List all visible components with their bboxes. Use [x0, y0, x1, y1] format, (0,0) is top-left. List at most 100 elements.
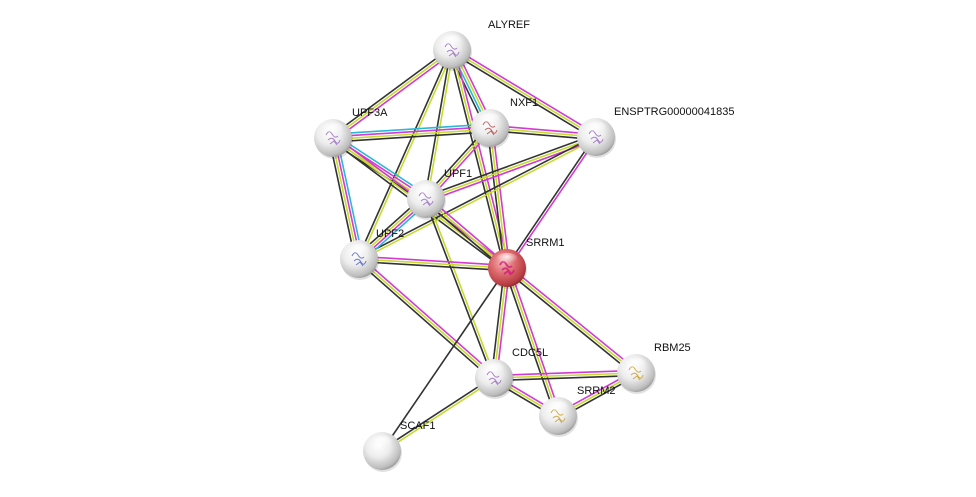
- edge-line-textmining: [382, 378, 496, 453]
- edge-line-databases: [332, 123, 490, 135]
- node-label: UPF2: [376, 228, 404, 240]
- edge-alyref-upf1[interactable]: [423, 49, 455, 200]
- edge-line-coexpression: [356, 260, 493, 381]
- edge-line-experiments: [508, 265, 639, 372]
- edge-line-experiments: [493, 369, 636, 377]
- node-srrm1[interactable]: SRRM1: [488, 237, 565, 289]
- node-nxf1[interactable]: NXF1: [471, 97, 538, 149]
- edge-line-textmining: [358, 258, 495, 379]
- edge-line-coexpression: [494, 374, 637, 382]
- edge-line-coexpression: [503, 268, 557, 418]
- edge-line-experiments: [508, 266, 562, 416]
- node-label: ENSPTRG00000041835: [614, 106, 734, 118]
- node-upf2[interactable]: UPF2: [340, 228, 404, 280]
- node-label: SRRM1: [526, 237, 565, 249]
- node-label: ALYREF: [488, 19, 530, 31]
- edge-line-coexpression: [381, 267, 508, 452]
- edge-line-coexpression: [358, 260, 507, 272]
- edge-alyref-upf3a[interactable]: [330, 47, 455, 141]
- edge-line-coexpression: [486, 128, 506, 269]
- node-label: UPF3A: [352, 107, 388, 119]
- edge-upf2-srrm1[interactable]: [358, 255, 508, 272]
- edge-line-textmining: [451, 49, 597, 138]
- edge-srrm1-rbm25[interactable]: [504, 265, 639, 376]
- edge-line-textmining: [359, 137, 597, 261]
- edge-line-textmining: [426, 50, 455, 200]
- node-label: SRRM2: [577, 385, 616, 397]
- edge-line-textmining: [358, 258, 508, 269]
- node-highlight: [584, 121, 608, 136]
- node-label: UPF1: [444, 168, 472, 180]
- node-label: RBM25: [654, 342, 691, 354]
- edge-line-textmining: [493, 372, 637, 379]
- edge-line-textmining: [489, 127, 508, 269]
- node-upf1[interactable]: UPF1: [407, 168, 472, 220]
- node-highlight: [546, 400, 570, 415]
- edge-line-coexpression: [330, 47, 451, 137]
- edge-line-textmining: [506, 267, 637, 374]
- node-scaf1[interactable]: SCAF1: [363, 420, 435, 472]
- edge-line-textmining: [426, 198, 496, 378]
- edge-line-coexpression: [424, 133, 596, 198]
- edge-upf1-cdc5l[interactable]: [424, 198, 496, 379]
- edge-line-coexpression: [357, 49, 452, 259]
- node-highlight: [478, 112, 502, 127]
- edge-line-textmining: [332, 49, 453, 139]
- edge-upf3a-upf2[interactable]: [328, 137, 364, 260]
- node-srrm2[interactable]: SRRM2: [539, 385, 616, 437]
- edge-line-experiments: [491, 127, 511, 268]
- edge-line-experiments: [360, 256, 497, 377]
- edge-ensptrg00000041835-srrm1[interactable]: [505, 135, 598, 270]
- edge-line-coexpression: [424, 199, 494, 379]
- node-rbm25[interactable]: RBM25: [617, 342, 691, 394]
- edge-line-experiments: [332, 125, 490, 138]
- node-cdc5l[interactable]: CDC5L: [475, 347, 548, 399]
- edge-line-experiments: [507, 137, 598, 270]
- edge-cdc5l-scaf1[interactable]: [380, 376, 496, 453]
- edge-line-coexpression: [328, 138, 356, 260]
- edge-line-experiments: [359, 255, 508, 267]
- node-highlight: [370, 435, 394, 450]
- edge-alyref-upf2[interactable]: [357, 49, 454, 260]
- edge-line-textmining: [359, 50, 454, 260]
- edge-line-coexpression: [423, 49, 452, 199]
- edge-line-experiments: [333, 137, 362, 259]
- node-label: SCAF1: [400, 420, 435, 432]
- node-highlight: [482, 362, 506, 377]
- node-upf3a[interactable]: UPF3A: [314, 107, 388, 159]
- edge-line-experiments: [334, 51, 455, 141]
- edge-srrm1-scaf1[interactable]: [381, 267, 508, 452]
- node-alyref[interactable]: ALYREF: [433, 19, 530, 71]
- edge-line-coexpression: [358, 135, 596, 259]
- edge-alyref-ensptrg00000041835[interactable]: [450, 47, 598, 140]
- node-ensptrg00000041835[interactable]: ENSPTRG00000041835: [577, 106, 734, 158]
- edge-cdc5l-rbm25[interactable]: [493, 369, 637, 382]
- node-highlight: [321, 122, 345, 137]
- edge-upf2-cdc5l[interactable]: [356, 256, 497, 381]
- edge-line-experiments: [452, 47, 598, 136]
- node-label: NXF1: [510, 97, 538, 109]
- node-label: CDC5L: [512, 347, 548, 359]
- node-highlight: [440, 34, 464, 49]
- edge-nxf1-srrm1[interactable]: [486, 127, 511, 269]
- node-highlight: [624, 357, 648, 372]
- node-highlight: [495, 252, 519, 267]
- edge-line-coexpression: [333, 131, 491, 143]
- edge-line-textmining: [333, 128, 491, 141]
- edge-line-textmining: [425, 136, 597, 200]
- edge-line-textmining: [451, 49, 508, 269]
- edge-line-coexpression: [450, 51, 596, 140]
- edge-line-coexpression: [505, 135, 596, 268]
- edge-line-coexpression: [380, 376, 494, 451]
- edge-line-coexpression: [448, 50, 506, 269]
- edge-line-textmining: [506, 267, 559, 417]
- edge-line-textmining: [330, 138, 359, 260]
- node-highlight: [414, 183, 438, 198]
- edge-srrm1-srrm2[interactable]: [503, 266, 562, 418]
- edge-ensptrg00000041835-upf2[interactable]: [358, 135, 597, 261]
- edge-line-databases: [336, 137, 364, 259]
- edge-nxf1-upf3a[interactable]: [332, 123, 491, 143]
- node-highlight: [347, 243, 371, 258]
